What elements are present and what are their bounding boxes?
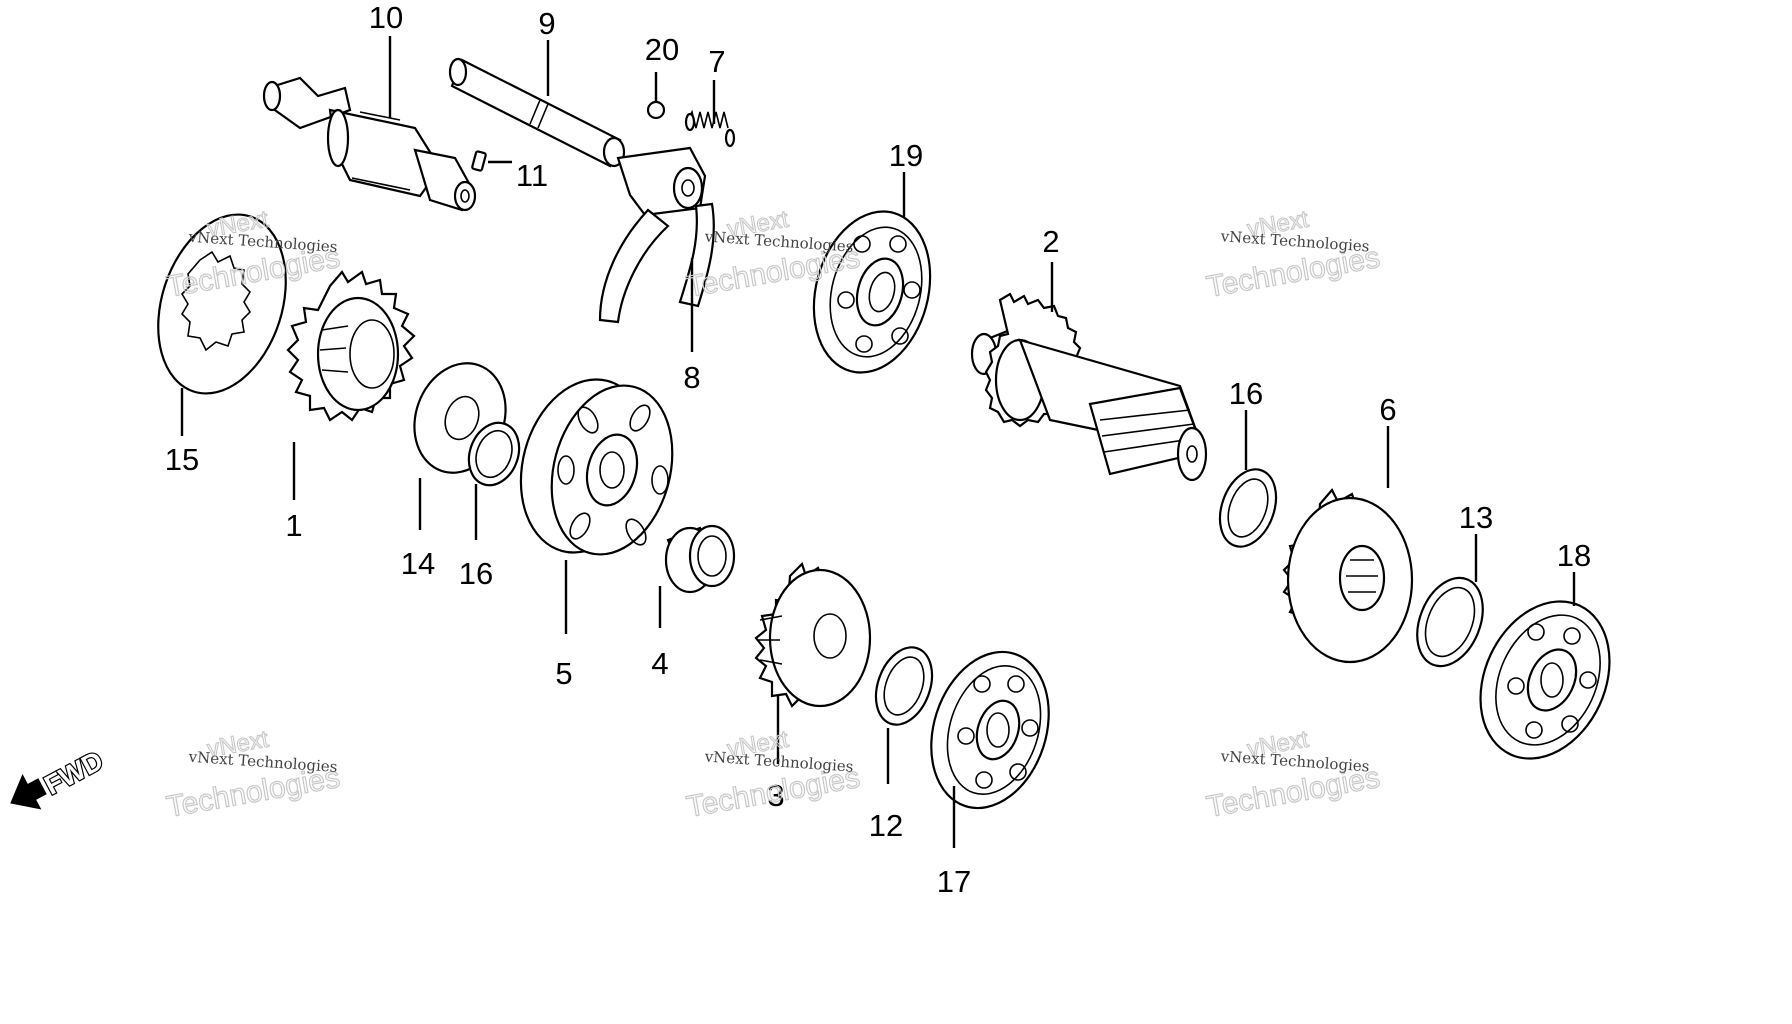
part-12-washer — [874, 646, 934, 726]
callout-7: 7 — [708, 44, 725, 79]
callout-8: 8 — [683, 360, 700, 395]
watermark-small-text: vNext Technologies — [1219, 227, 1370, 255]
part-1-gear — [286, 270, 416, 422]
callout-16-right: 16 — [1229, 376, 1263, 411]
arrow-left-icon — [10, 774, 47, 810]
watermark-small-text: vNext Technologies — [703, 747, 854, 775]
callout-12: 12 — [869, 808, 903, 843]
part-13-washer — [1416, 576, 1484, 668]
callout-18: 18 — [1557, 538, 1591, 573]
part-11-pin — [471, 150, 487, 172]
callout-3: 3 — [767, 778, 784, 813]
part-9-fork-shaft — [448, 57, 626, 168]
callout-20: 20 — [645, 32, 679, 67]
callout-10: 10 — [369, 0, 403, 35]
part-20-ball — [646, 100, 666, 120]
callout-17: 17 — [937, 864, 971, 899]
callout-16-left: 16 — [459, 556, 493, 591]
part-16-circlip-left — [467, 421, 521, 487]
watermark-small-text: vNext Technologies — [1219, 747, 1370, 775]
callout-2: 2 — [1042, 224, 1059, 259]
callout-6: 6 — [1379, 392, 1396, 427]
part-6-gear — [1282, 488, 1414, 664]
callout-4: 4 — [651, 646, 668, 681]
fwd-direction-arrow: FWD — [10, 744, 109, 810]
callout-1: 1 — [285, 508, 302, 543]
leader-lines — [180, 36, 1576, 848]
part-16-circlip-right — [1218, 468, 1278, 548]
part-18-bearing — [1479, 600, 1611, 760]
part-19-bearing — [812, 210, 932, 374]
part-15-washer — [157, 213, 287, 395]
part-2-countershaft — [970, 292, 1208, 482]
callout-19: 19 — [889, 138, 923, 173]
callout-15: 15 — [165, 442, 199, 477]
part-10-shift-drum-shaft — [262, 76, 477, 212]
watermark-small-text: vNext Technologies — [187, 748, 338, 776]
callout-9: 9 — [538, 6, 555, 41]
part-17-bearing — [930, 650, 1050, 810]
part-7-spring — [684, 109, 736, 148]
callout-14: 14 — [401, 546, 435, 581]
callout-13: 13 — [1459, 500, 1493, 535]
callout-5: 5 — [555, 656, 572, 691]
part-3-gear — [754, 561, 872, 708]
part-5-dog-hub — [519, 378, 674, 556]
part-4-bushing — [664, 524, 736, 594]
part-8-shift-fork — [598, 146, 715, 324]
fwd-label: FWD — [40, 745, 108, 800]
callout-11: 11 — [516, 158, 548, 193]
watermark-small-text: vNext Technologies — [703, 227, 854, 255]
